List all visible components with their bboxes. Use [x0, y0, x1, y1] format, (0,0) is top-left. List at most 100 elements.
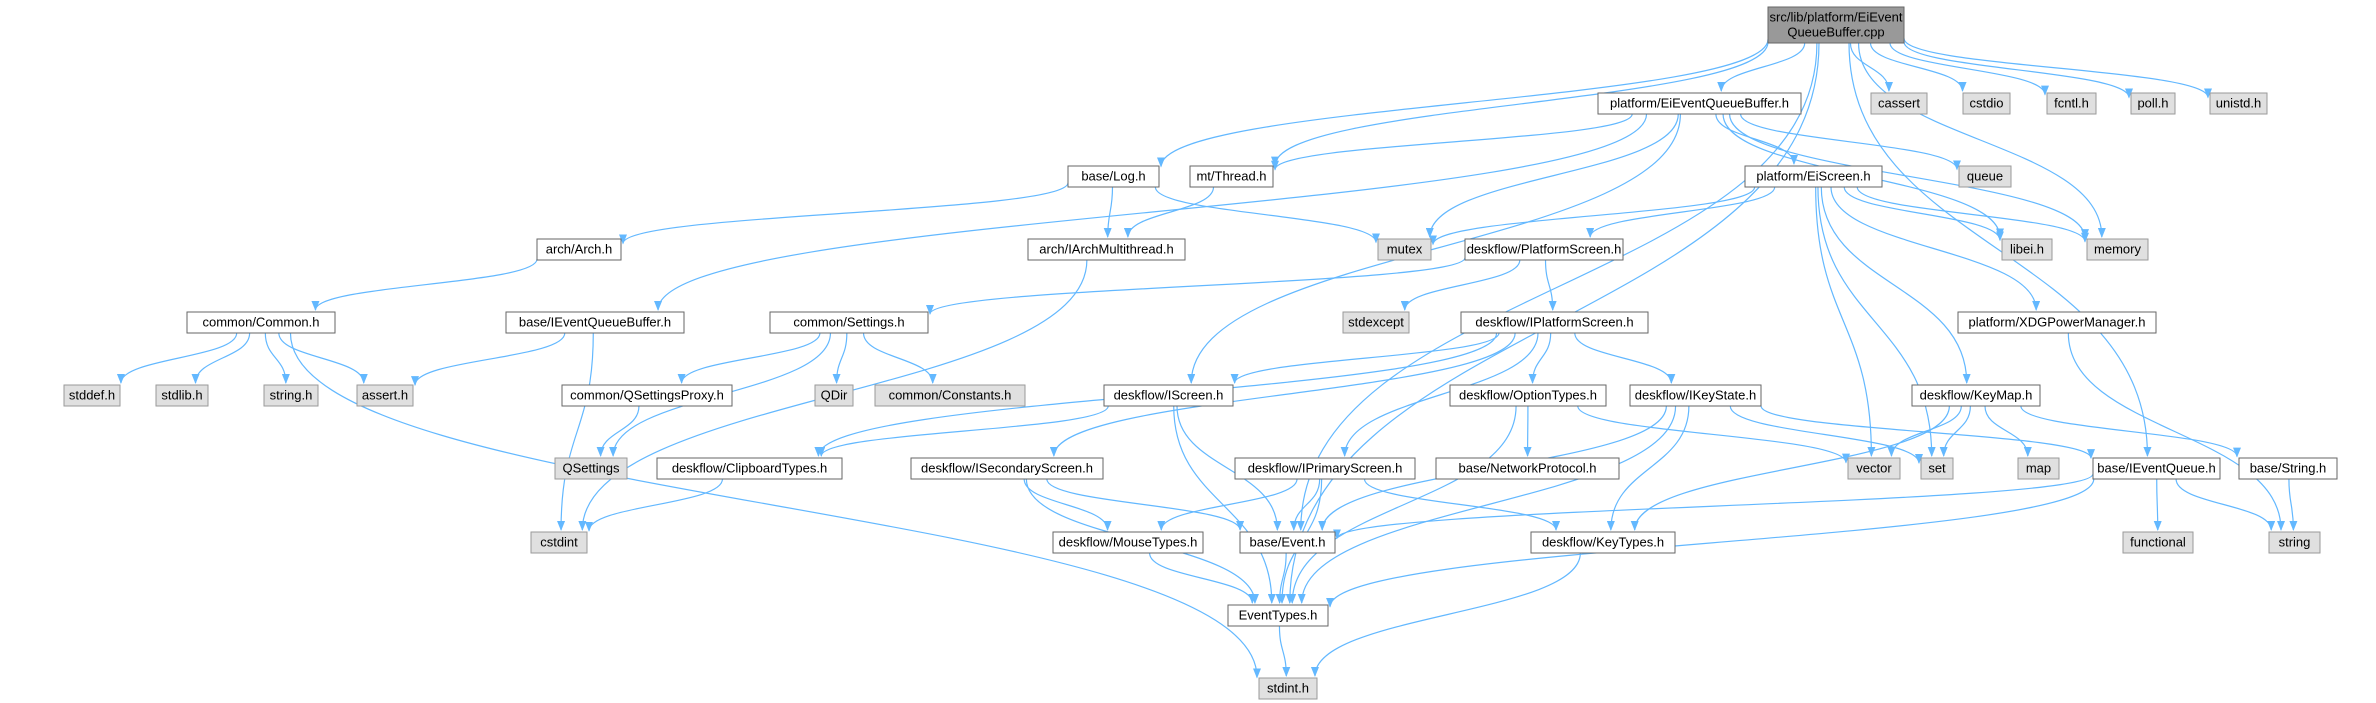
node-queue-label: queue — [1967, 169, 2003, 184]
node-netproto[interactable]: base/NetworkProtocol.h — [1435, 457, 1620, 480]
node-fcntl-box — [2046, 92, 2097, 115]
node-ieventqueue-box — [2092, 457, 2221, 480]
edge-ikeystate-to-set — [1729, 405, 1923, 465]
node-eiqb_h[interactable]: platform/EiEventQueueBuffer.h — [1597, 92, 1802, 115]
node-iplatscreen-box — [1460, 311, 1649, 334]
node-iarchmt[interactable]: arch/IArchMultithread.h — [1027, 238, 1186, 261]
node-eiscreen[interactable]: platform/EiScreen.h — [1744, 165, 1883, 188]
edge-root-to-memory — [1857, 42, 2106, 238]
node-common-label: common/Common.h — [202, 315, 319, 330]
node-cliptypes-box — [656, 457, 843, 480]
edge-ikeystate-to-keytypes — [1606, 405, 1690, 531]
node-mousetypes-box — [1052, 531, 1204, 554]
edge-root-to-unistd — [1903, 38, 2212, 99]
node-poll-label: poll.h — [2137, 96, 2168, 111]
node-assert-label: assert.h — [362, 388, 408, 403]
node-stdlib: stdlib.h — [155, 384, 209, 407]
edge-mousetypes-to-eventtypes — [1148, 552, 1257, 604]
node-event[interactable]: base/Event.h — [1239, 531, 1336, 554]
node-mousetypes[interactable]: deskflow/MouseTypes.h — [1052, 531, 1204, 554]
node-root-label: QueueBuffer.cpp — [1787, 25, 1884, 40]
node-set: set — [1920, 457, 1954, 480]
node-memory-label: memory — [2094, 242, 2141, 257]
edge-keymap-to-map — [1984, 405, 2032, 457]
edge-ieventqueue-to-event — [1333, 473, 2094, 540]
node-iprimscreen[interactable]: deskflow/IPrimaryScreen.h — [1234, 457, 1416, 480]
node-opttypes-label: deskflow/OptionTypes.h — [1459, 388, 1597, 403]
edge-log-to-iarchmt — [1103, 186, 1114, 238]
node-cstdint-label: cstdint — [540, 535, 578, 550]
edge-eiscreen-to-set — [1817, 186, 1936, 457]
node-unistd-label: unistd.h — [2216, 96, 2262, 111]
node-iplatscreen[interactable]: deskflow/IPlatformScreen.h — [1460, 311, 1649, 334]
edge-iscreen-to-eventtypes — [1173, 405, 1276, 604]
node-bstring[interactable]: base/String.h — [2238, 457, 2338, 480]
node-iscreen[interactable]: deskflow/IScreen.h — [1103, 384, 1234, 407]
edge-isecscreen-to-event — [1046, 478, 1245, 531]
node-isecscreen[interactable]: deskflow/ISecondaryScreen.h — [910, 457, 1104, 480]
node-ikeystate-box — [1629, 384, 1762, 407]
node-cassert-box — [1870, 92, 1928, 115]
edge-xdg-to-string — [2067, 332, 2285, 531]
edge-iprimscreen-to-event — [1289, 478, 1321, 531]
node-poll-box — [2130, 92, 2176, 115]
node-keymap-label: deskflow/KeyMap.h — [1920, 388, 2033, 403]
node-netproto-box — [1435, 457, 1620, 480]
node-thread[interactable]: mt/Thread.h — [1189, 165, 1274, 188]
node-vector-box — [1847, 457, 1901, 480]
edge-eiqb_h-to-iscreen — [1187, 113, 1682, 384]
node-platscreen-label: deskflow/PlatformScreen.h — [1467, 242, 1622, 257]
node-ieqb[interactable]: base/IEventQueueBuffer.h — [505, 311, 685, 334]
node-stdexcept-label: stdexcept — [1348, 315, 1404, 330]
node-arch[interactable]: arch/Arch.h — [536, 238, 622, 261]
edge-eiqb_h-to-eiscreen — [1715, 113, 1798, 165]
node-root[interactable]: src/lib/platform/EiEventQueueBuffer.cpp — [1767, 6, 1905, 44]
node-string_h: string.h — [263, 384, 319, 407]
node-opttypes[interactable]: deskflow/OptionTypes.h — [1449, 384, 1607, 407]
node-root-box — [1767, 6, 1905, 44]
node-settings[interactable]: common/Settings.h — [769, 311, 929, 334]
edge-common-to-stdint — [289, 332, 1261, 679]
node-cliptypes[interactable]: deskflow/ClipboardTypes.h — [656, 457, 843, 480]
node-xdg[interactable]: platform/XDGPowerManager.h — [1957, 311, 2157, 334]
node-ieventqueue[interactable]: base/IEventQueue.h — [2092, 457, 2221, 480]
node-fcntl: fcntl.h — [2046, 92, 2097, 115]
edge-settings-to-constants — [862, 332, 937, 384]
node-map: map — [2017, 457, 2060, 480]
edge-root-to-cassert — [1849, 42, 1893, 92]
node-stdexcept: stdexcept — [1342, 311, 1410, 334]
node-iscreen-label: deskflow/IScreen.h — [1114, 388, 1224, 403]
node-libei-box — [2001, 238, 2053, 261]
node-log[interactable]: base/Log.h — [1067, 165, 1160, 188]
node-settings-label: common/Settings.h — [793, 315, 904, 330]
edge-eiqb_h-to-mutex — [1425, 113, 1679, 238]
node-ikeystate[interactable]: deskflow/IKeyState.h — [1629, 384, 1762, 407]
node-eiscreen-label: platform/EiScreen.h — [1756, 169, 1870, 184]
node-iarchmt-label: arch/IArchMultithread.h — [1039, 242, 1173, 257]
edge-ikeystate-to-eventtypes — [1297, 405, 1677, 604]
node-mutex: mutex — [1377, 238, 1432, 261]
edge-iprimscreen-to-keytypes — [1363, 478, 1560, 531]
node-log-label: base/Log.h — [1081, 169, 1145, 184]
node-arch-box — [536, 238, 622, 261]
node-common[interactable]: common/Common.h — [186, 311, 336, 334]
node-eventtypes[interactable]: EventTypes.h — [1227, 604, 1329, 627]
edge-root-to-event — [1296, 42, 1818, 531]
node-keymap-box — [1911, 384, 2041, 407]
node-map-label: map — [2026, 461, 2051, 476]
node-platscreen-box — [1464, 238, 1624, 261]
node-event-box — [1239, 531, 1336, 554]
node-platscreen[interactable]: deskflow/PlatformScreen.h — [1464, 238, 1624, 261]
node-qsproxy[interactable]: common/QSettingsProxy.h — [561, 384, 733, 407]
node-constants-label: common/Constants.h — [889, 388, 1012, 403]
edge-ieventqueue-to-functional — [2153, 478, 2162, 531]
node-eventtypes-box — [1227, 604, 1329, 627]
edge-log-to-arch — [619, 182, 1069, 245]
node-cstdint-box — [530, 531, 588, 554]
node-assert: assert.h — [356, 384, 414, 407]
node-keymap[interactable]: deskflow/KeyMap.h — [1911, 384, 2041, 407]
edge-eiscreen-to-mutex — [1429, 186, 1756, 246]
node-string-box — [2268, 531, 2321, 554]
node-keytypes[interactable]: deskflow/KeyTypes.h — [1530, 531, 1676, 554]
